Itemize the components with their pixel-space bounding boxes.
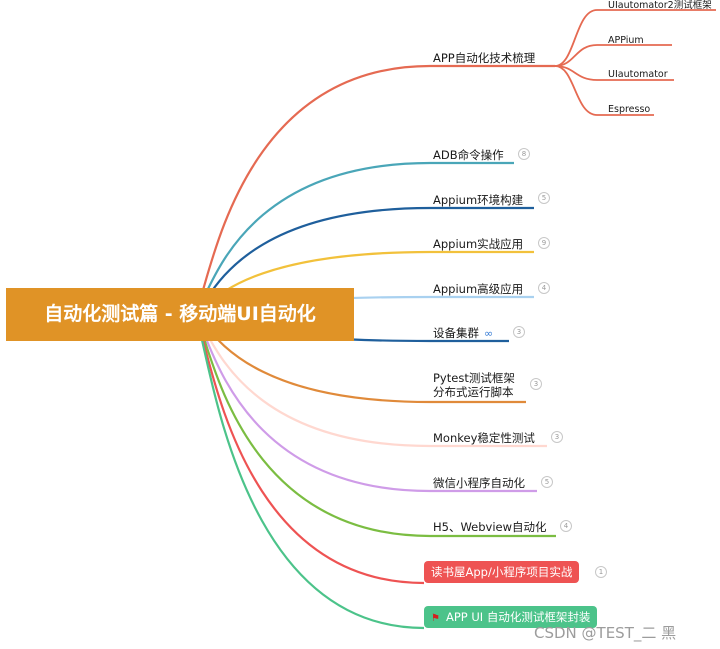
branch-appium-practice[interactable]: Appium实战应用 <box>433 237 523 251</box>
branch-connector <box>192 312 556 538</box>
count-badge: 3 <box>513 326 525 338</box>
branch-connector <box>192 312 425 585</box>
count-badge: 5 <box>541 476 553 488</box>
sub-item-appium[interactable]: APPium <box>608 35 644 47</box>
sub-item-label: UIautomator2测试框架 <box>608 0 712 11</box>
branch-label: Appium实战应用 <box>433 237 524 251</box>
sub-item-label: Espresso <box>608 104 651 115</box>
branch-project-practice[interactable]: 读书屋App/小程序项目实战 <box>424 561 580 583</box>
branch-label: H5、Webview自动化 <box>433 520 547 534</box>
count-badge: 3 <box>530 378 542 390</box>
sub-connector <box>554 44 672 67</box>
watermark: CSDN @TEST_二 黑 <box>534 624 677 642</box>
branch-label: APP UI 自动化测试框架封装 <box>445 610 591 624</box>
sub-item-label: APPium <box>608 35 644 46</box>
count-badge: 4 <box>560 520 572 532</box>
flag-icon: ⚑ <box>431 613 440 624</box>
branch-label: ADB命令操作 <box>433 148 504 162</box>
branch-pytest-distributed[interactable]: Pytest测试框架 分布式运行脚本 <box>433 371 515 399</box>
branch-label-line: Pytest测试框架 <box>433 371 515 385</box>
branch-adb-commands[interactable]: ADB命令操作 <box>433 148 504 162</box>
root-topic[interactable]: 自动化测试篇 - 移动端UI自动化 <box>6 288 354 341</box>
sub-connector <box>554 9 716 67</box>
count-badge: 4 <box>538 282 550 294</box>
count-badge: 8 <box>518 148 530 160</box>
branch-wechat-miniprogram[interactable]: 微信小程序自动化 <box>433 476 525 490</box>
count-badge: 9 <box>538 237 550 249</box>
branch-framework-packaging[interactable]: ⚑ APP UI 自动化测试框架封装 <box>424 606 598 628</box>
branch-appium-advanced[interactable]: Appium高级应用 <box>433 282 523 296</box>
sub-item-uiautomator[interactable]: UIautomator <box>608 69 668 81</box>
count-badge: 5 <box>538 192 550 204</box>
branch-label: 微信小程序自动化 <box>433 476 525 490</box>
branch-label: 读书屋App/小程序项目实战 <box>431 565 573 579</box>
root-topic-title: 自动化测试篇 - 移动端UI自动化 <box>44 303 316 325</box>
branch-label: APP自动化技术梳理 <box>433 51 536 65</box>
branch-label-line: 分布式运行脚本 <box>433 385 514 399</box>
branch-monkey-stability[interactable]: Monkey稳定性测试 <box>433 431 535 445</box>
branch-h5-webview[interactable]: H5、Webview自动化 <box>433 520 547 534</box>
sub-connector <box>554 65 654 116</box>
branch-label: Monkey稳定性测试 <box>433 431 535 445</box>
branch-device-cluster[interactable]: 设备集群 ∞ <box>433 326 493 341</box>
branch-label: 设备集群 <box>433 326 479 340</box>
sub-item-label: UIautomator <box>608 69 668 80</box>
count-badge: 3 <box>551 431 563 443</box>
branch-appium-environment[interactable]: Appium环境构建 <box>433 193 523 207</box>
branch-label: Appium环境构建 <box>433 193 524 207</box>
branch-app-automation-overview[interactable]: APP自动化技术梳理 <box>433 51 535 65</box>
link-icon[interactable]: ∞ <box>484 327 494 340</box>
count-badge: 1 <box>595 566 607 578</box>
branch-label: Appium高级应用 <box>433 282 524 296</box>
sub-item-espresso[interactable]: Espresso <box>608 104 650 116</box>
sub-item-uiautomator2[interactable]: UIautomator2测试框架 <box>608 0 712 12</box>
branch-connector <box>192 64 555 316</box>
